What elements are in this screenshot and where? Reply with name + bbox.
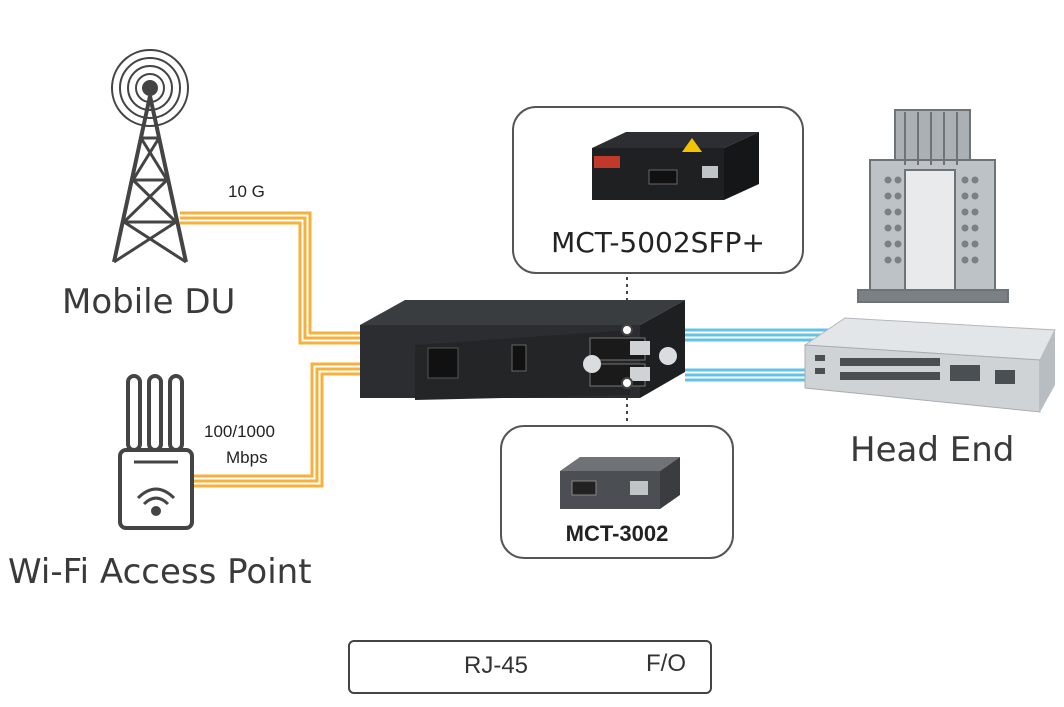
label-speed-100-1000: 100/1000 — [204, 422, 275, 441]
callout-mct-3002: MCT-3002 — [500, 425, 734, 559]
legend-label-fo: F/O — [646, 650, 686, 677]
label-wifi-access-point: Wi-Fi Access Point — [8, 552, 312, 592]
head-end-switch — [803, 317, 1056, 413]
chassis-device — [360, 300, 685, 400]
legend: RJ-45 F/O — [348, 640, 712, 694]
fo-link-bottom — [192, 362, 360, 488]
wifi-router-icon — [118, 374, 194, 530]
legend-label-rj45: RJ-45 — [464, 652, 529, 679]
callout-mct-5002sfp: MCT-5002SFP+ — [512, 106, 804, 274]
label-head-end: Head End — [850, 430, 1015, 470]
label-speed-10g: 10 G — [228, 182, 265, 201]
callout-title-top: MCT-5002SFP+ — [551, 226, 765, 259]
cell-tower-icon — [111, 49, 189, 264]
media-converter — [560, 457, 680, 509]
office-building-icon — [857, 109, 1009, 303]
callout-title-bottom: MCT-3002 — [565, 521, 669, 546]
rj45-link-top — [685, 328, 830, 342]
label-speed-mbps: Mbps — [226, 448, 268, 467]
media-converter — [592, 132, 759, 200]
label-mobile-du: Mobile DU — [62, 282, 236, 322]
fo-link-top — [180, 211, 360, 345]
